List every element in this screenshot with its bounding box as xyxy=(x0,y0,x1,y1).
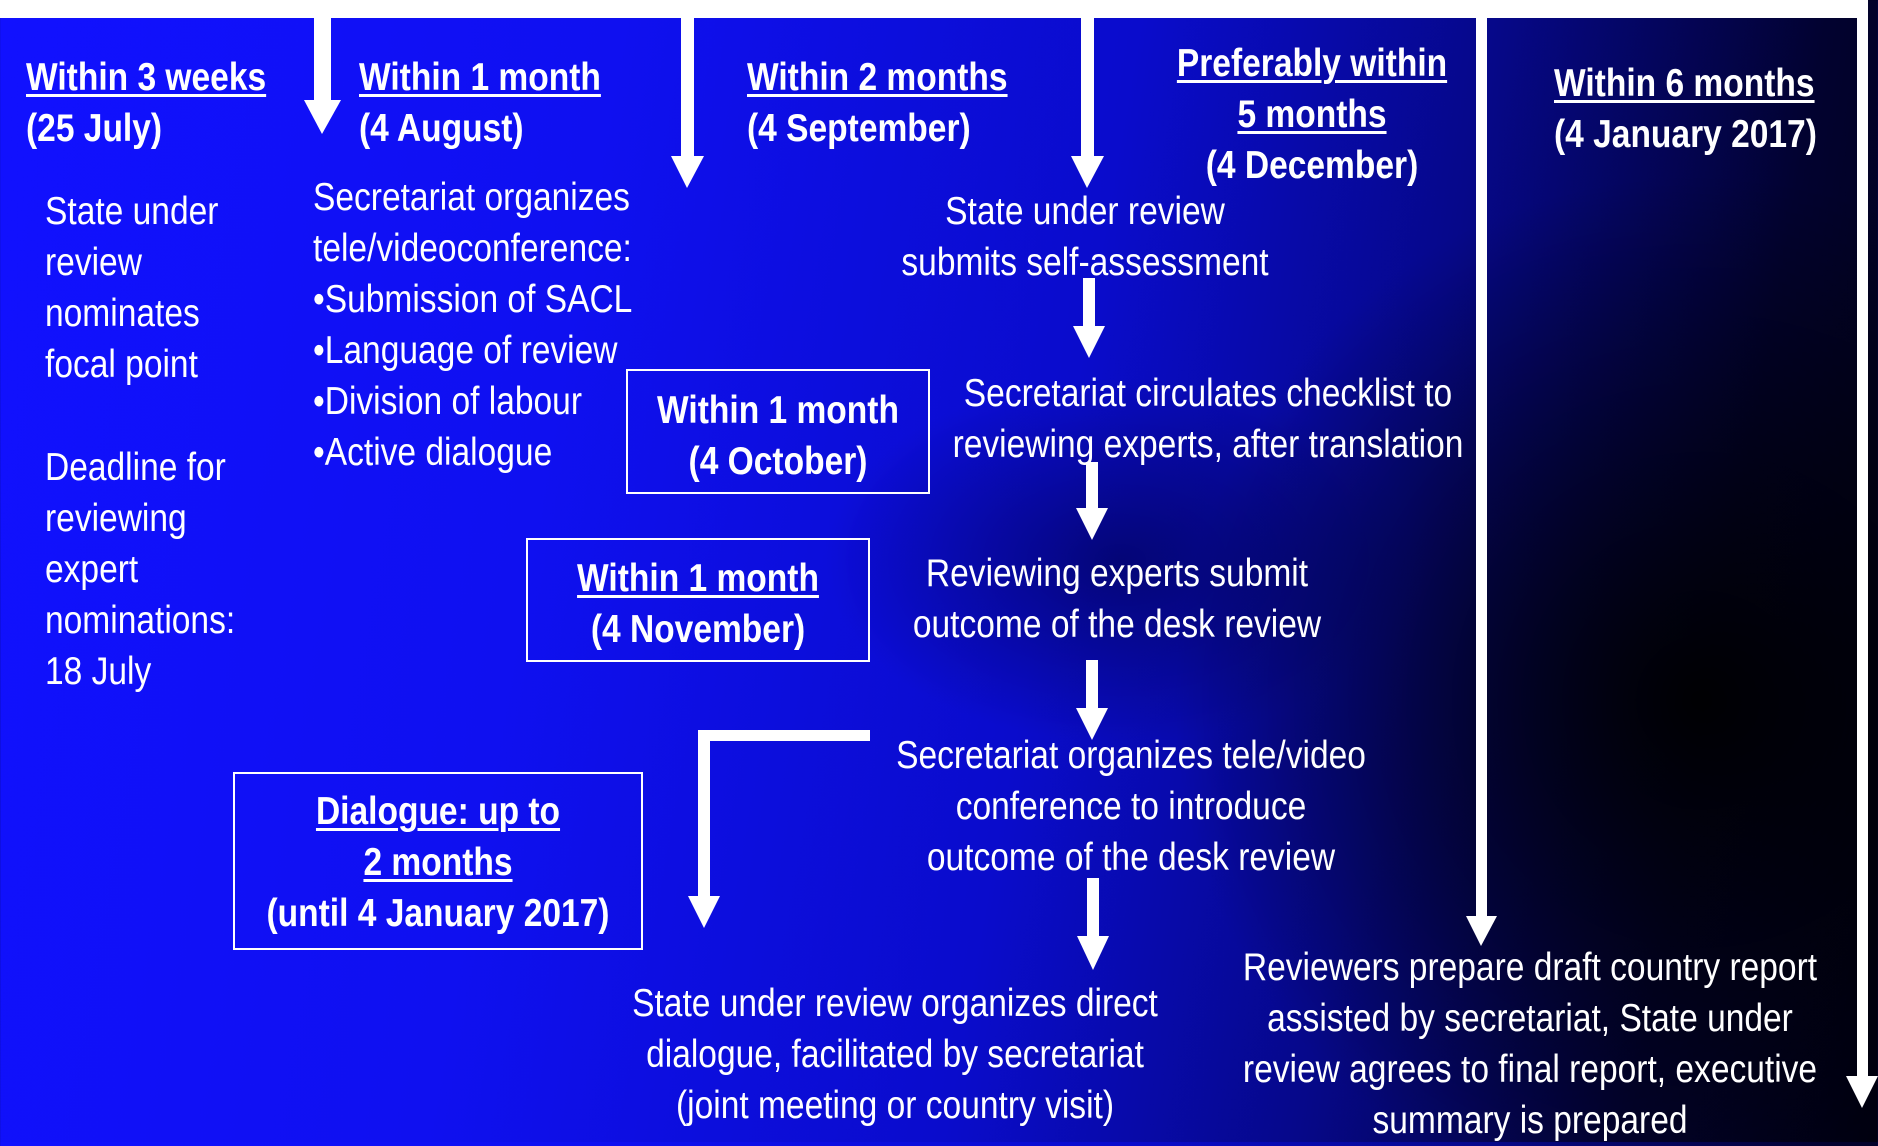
box-october: Within 1 month (4 October) xyxy=(626,369,930,494)
arrow-shaft-3 xyxy=(1081,10,1094,158)
text-line: (until 4 January 2017) xyxy=(266,892,610,935)
arrow-shaft-1 xyxy=(314,10,331,102)
text-line: focal point xyxy=(45,343,198,386)
header-2-period: Within 1 month xyxy=(359,56,601,99)
arrow-shaft-step-4 xyxy=(1087,878,1099,938)
arrow-shaft-step-3 xyxy=(1086,660,1098,710)
expert-deadline-step: Deadline for reviewing expert nomination… xyxy=(45,442,235,697)
connector-vertical xyxy=(698,730,710,900)
bullet-item: •Active dialogue xyxy=(313,431,553,474)
arrow-head-2 xyxy=(671,156,704,188)
text-line: summary is prepared xyxy=(1372,1099,1688,1142)
text-line: 18 July xyxy=(45,650,152,693)
text-line: Secretariat organizes tele/video xyxy=(896,734,1366,777)
text-line: State under review xyxy=(945,190,1225,233)
arrow-head-3 xyxy=(1071,156,1104,188)
arrow-head-5 xyxy=(1846,1076,1878,1108)
text-line: outcome of the desk review xyxy=(912,603,1322,646)
text-line: Reviewing experts submit xyxy=(925,552,1309,595)
arrow-shaft-step-1 xyxy=(1083,278,1095,328)
draft-report-step: Reviewers prepare draft country report a… xyxy=(1238,942,1823,1146)
text-line: (4 November) xyxy=(590,608,806,651)
connector-horizontal xyxy=(698,730,870,741)
text-line: Secretariat circulates checklist to xyxy=(963,372,1453,415)
videoconference-step: Secretariat organizes tele/videoconferen… xyxy=(313,172,632,478)
text-line: (4 October) xyxy=(688,440,868,483)
text-line: (joint meeting or country visit) xyxy=(675,1084,1115,1127)
header-5: Within 6 months (4 January 2017) xyxy=(1554,58,1817,160)
arrow-shaft-2 xyxy=(681,10,694,158)
header-3-date: (4 September) xyxy=(747,107,971,150)
arrow-shaft-step-2 xyxy=(1086,462,1098,510)
text-line: conference to introduce xyxy=(955,785,1307,828)
timeline-top-bar xyxy=(0,0,1868,18)
text-line: Dialogue: up to xyxy=(315,790,561,833)
text-line: outcome of the desk review xyxy=(926,836,1336,879)
text-line: nominations: xyxy=(45,599,236,642)
checklist-step: Secretariat circulates checklist to revi… xyxy=(950,368,1466,470)
text-line: reviewing experts, after translation xyxy=(952,423,1464,466)
text-line: review xyxy=(45,241,142,284)
bullet-item: •Submission of SACL xyxy=(313,278,633,321)
header-3-period: Within 2 months xyxy=(747,56,1008,99)
header-4-period: Preferably within xyxy=(1176,42,1448,85)
conference-step: Secretariat organizes tele/video confere… xyxy=(890,730,1372,883)
text-line: Deadline for xyxy=(45,446,226,489)
header-2-date: (4 August) xyxy=(359,107,524,150)
text-line: State under xyxy=(45,190,219,233)
box-october-text: Within 1 month (4 October) xyxy=(649,385,907,487)
header-5-date: (4 January 2017) xyxy=(1554,113,1817,156)
header-4-period-cont: 5 months xyxy=(1237,93,1387,136)
header-1-period: Within 3 weeks xyxy=(26,56,267,99)
text-line: Within 1 month xyxy=(657,389,899,432)
text-line: reviewing xyxy=(45,497,187,540)
header-4: Preferably within 5 months (4 December) xyxy=(1140,38,1484,191)
text-line: dialogue, facilitated by secretariat xyxy=(646,1033,1144,1076)
header-5-period: Within 6 months xyxy=(1554,62,1815,105)
text-line: expert xyxy=(45,548,139,591)
arrow-shaft-4 xyxy=(1476,10,1487,918)
text-line: tele/videoconference: xyxy=(313,227,632,270)
arrow-head-step-1 xyxy=(1073,326,1105,358)
arrow-shaft-5 xyxy=(1857,10,1868,1078)
box-dialogue-text: Dialogue: up to 2 months (until 4 Januar… xyxy=(263,786,612,939)
header-1: Within 3 weeks (25 July) xyxy=(26,52,266,154)
arrow-head-step-2 xyxy=(1076,508,1108,540)
box-november: Within 1 month (4 November) xyxy=(526,538,870,662)
direct-dialogue-step: State under review organizes direct dial… xyxy=(620,978,1170,1131)
header-3: Within 2 months (4 September) xyxy=(747,52,1008,154)
arrow-head-step-4 xyxy=(1077,936,1109,970)
text-line: submits self-assessment xyxy=(901,241,1269,284)
arrow-head-4 xyxy=(1466,916,1497,946)
box-november-text: Within 1 month (4 November) xyxy=(552,553,844,655)
arrow-head-step-3 xyxy=(1076,708,1108,740)
arrow-head-1 xyxy=(304,100,341,134)
text-line: nominates xyxy=(45,292,200,335)
header-1-date: (25 July) xyxy=(26,107,163,150)
text-line: Reviewers prepare draft country report xyxy=(1242,946,1818,989)
focal-point-step: State under review nominates focal point xyxy=(45,186,218,390)
text-line: assisted by secretariat, State under xyxy=(1267,997,1793,1040)
text-line: review agrees to final report, executive xyxy=(1242,1048,1818,1091)
text-line: Within 1 month xyxy=(577,557,819,600)
header-2: Within 1 month (4 August) xyxy=(359,52,601,154)
arrow-head-connector xyxy=(688,896,720,928)
bullet-item: •Division of labour xyxy=(313,380,583,423)
desk-review-step: Reviewing experts submit outcome of the … xyxy=(902,548,1332,650)
text-line: 2 months xyxy=(363,841,513,884)
self-assessment-step: State under review submits self-assessme… xyxy=(870,186,1300,288)
text-line: State under review organizes direct xyxy=(632,982,1158,1025)
bullet-item: •Language of review xyxy=(313,329,618,372)
text-line: Secretariat organizes xyxy=(313,176,630,219)
header-4-date: (4 December) xyxy=(1205,144,1419,187)
box-dialogue: Dialogue: up to 2 months (until 4 Januar… xyxy=(233,772,643,950)
